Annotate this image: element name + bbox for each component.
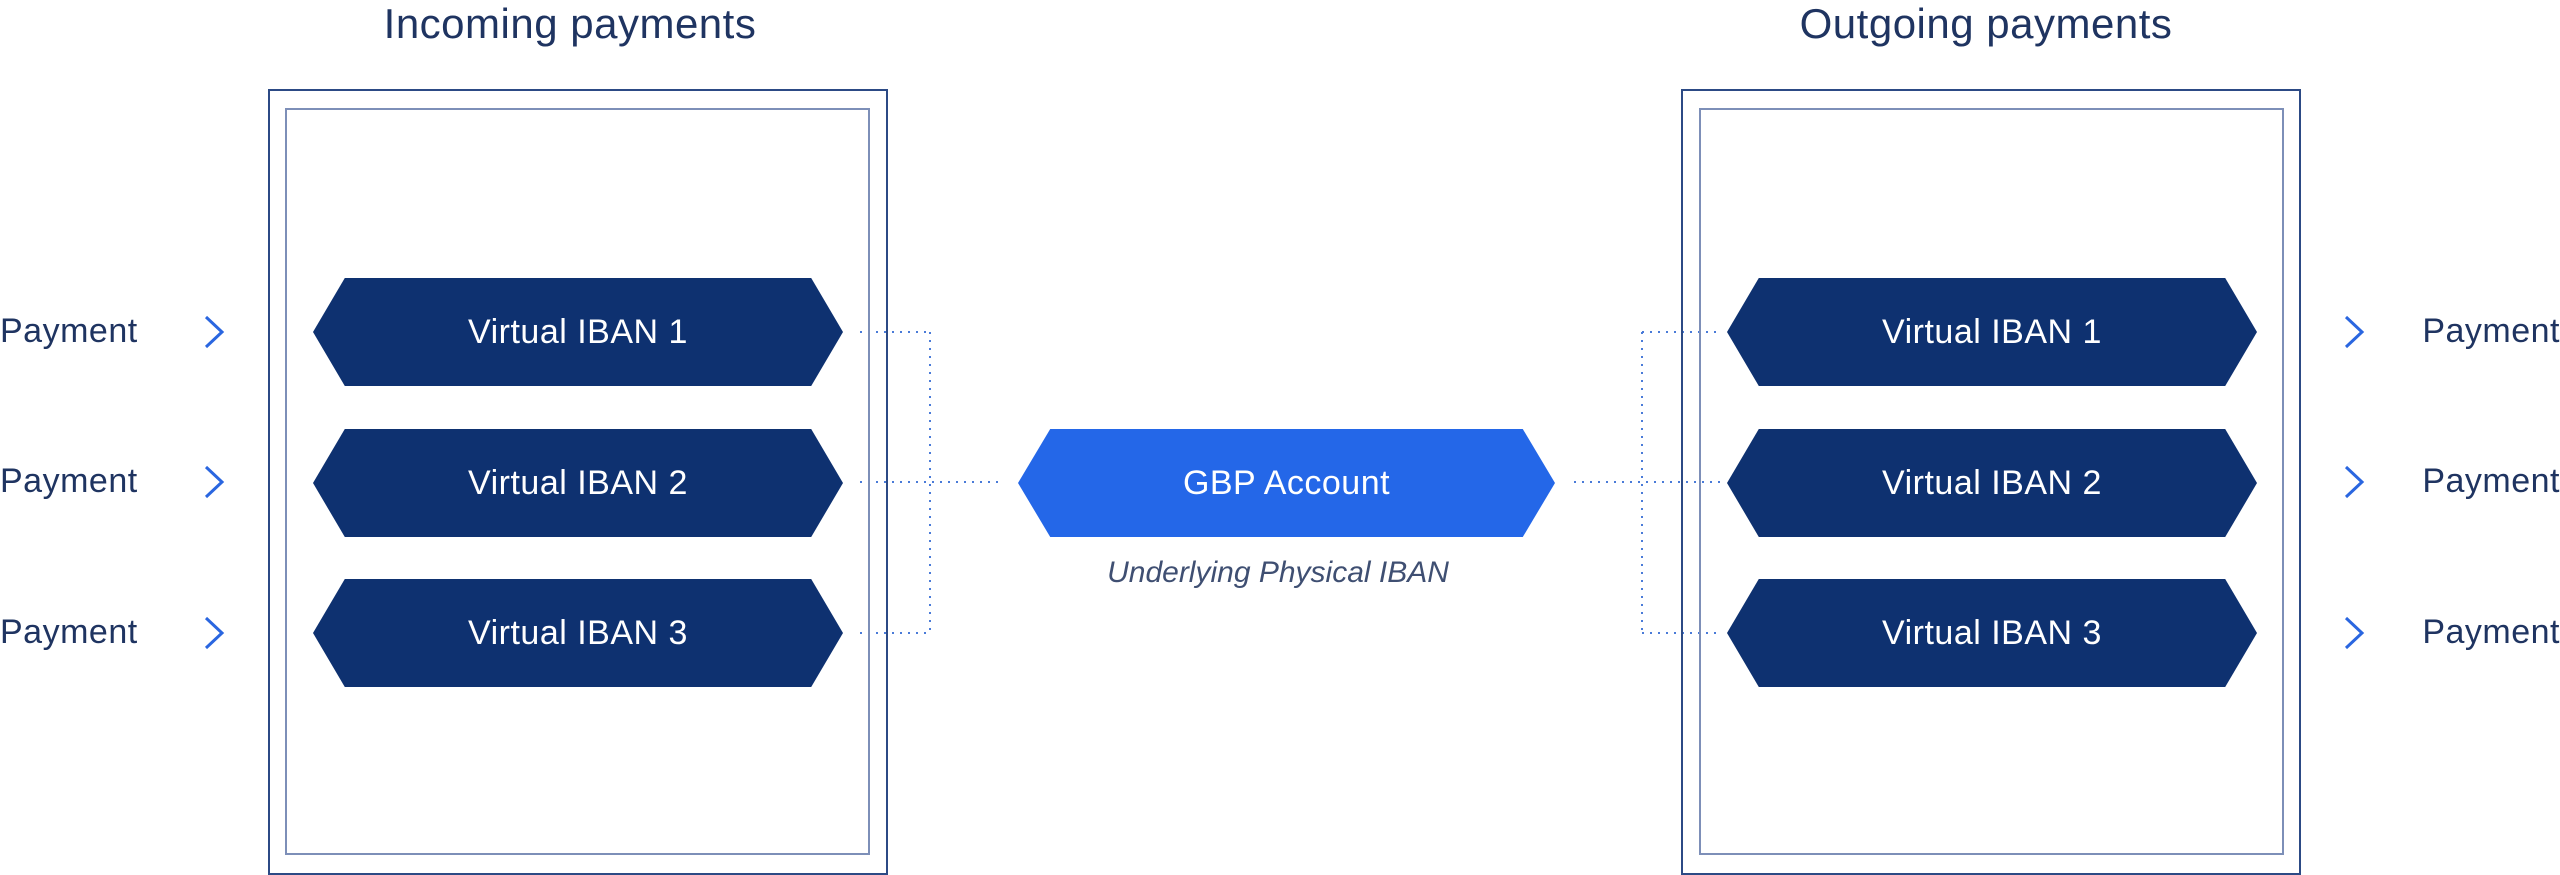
chevron-right-icon xyxy=(2344,616,2365,650)
underlying-iban-caption: Underlying Physical IBAN xyxy=(1107,556,1449,589)
incoming-frame-inner xyxy=(285,108,870,855)
incoming-payment-label-3: Payment xyxy=(0,613,138,651)
incoming-payment-label-2: Payment xyxy=(0,462,138,500)
chevron-right-icon xyxy=(2344,315,2365,349)
outgoing-payment-label-3: Payment xyxy=(2422,613,2560,651)
incoming-payment-label-1: Payment xyxy=(0,312,138,350)
chevron-right-icon xyxy=(204,465,225,499)
outgoing-payment-label-2: Payment xyxy=(2422,462,2560,500)
chevron-right-icon xyxy=(2344,465,2365,499)
incoming-virtual-iban-3: Virtual IBAN 3 xyxy=(313,579,843,687)
outgoing-title: Outgoing payments xyxy=(1799,0,2173,47)
chevron-right-icon xyxy=(204,315,225,349)
incoming-frame-outer xyxy=(268,89,888,875)
outgoing-virtual-iban-1: Virtual IBAN 1 xyxy=(1727,278,2257,386)
outgoing-virtual-iban-2: Virtual IBAN 2 xyxy=(1727,429,2257,537)
chevron-right-icon xyxy=(204,616,225,650)
outgoing-frame-inner xyxy=(1699,108,2284,855)
incoming-virtual-iban-1: Virtual IBAN 1 xyxy=(313,278,843,386)
incoming-virtual-iban-2: Virtual IBAN 2 xyxy=(313,429,843,537)
outgoing-payment-label-1: Payment xyxy=(2422,312,2560,350)
incoming-title: Incoming payments xyxy=(383,0,757,47)
gbp-account: GBP Account xyxy=(1018,429,1555,537)
outgoing-virtual-iban-3: Virtual IBAN 3 xyxy=(1727,579,2257,687)
outgoing-frame-outer xyxy=(1681,89,2301,875)
